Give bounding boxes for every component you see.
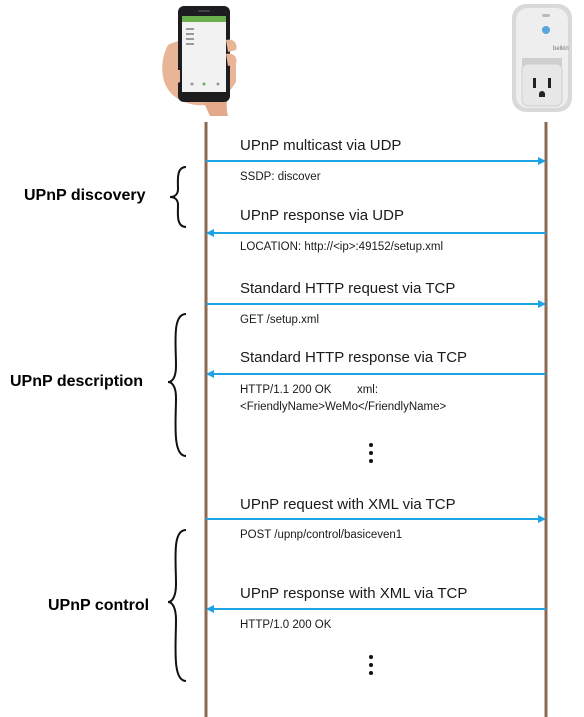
message-detail: GET /setup.xml (240, 314, 320, 326)
phase-brace-control (167, 529, 187, 682)
message-detail-xml: <FriendlyName>WeMo</FriendlyName> (240, 401, 447, 413)
message-detail: HTTP/1.0 200 OK (240, 619, 332, 631)
plug-brand-logo: belkin (553, 46, 569, 52)
phase-label-control: UPnP control (48, 597, 150, 614)
smartphone-in-hand-icon (162, 6, 237, 116)
continuation-ellipsis (369, 443, 373, 467)
phase-brace-discovery (169, 166, 187, 228)
message-label: UPnP response with XML via TCP (240, 585, 468, 602)
message-detail: SSDP: discover (240, 171, 321, 183)
phase-label-discovery: UPnP discovery (24, 187, 146, 204)
message-detail: POST /upnp/control/basiceven1 (240, 529, 403, 541)
message-label: UPnP request with XML via TCP (240, 496, 456, 513)
smart-plug-icon: belkin (512, 4, 572, 112)
message-label: UPnP response via UDP (240, 207, 404, 224)
message-detail: LOCATION: http://<ip>:49152/setup.xml (240, 241, 444, 253)
message-label: Standard HTTP response via TCP (240, 349, 468, 366)
message-label: UPnP multicast via UDP (240, 137, 402, 154)
phase-label-description: UPnP description (10, 373, 144, 390)
phase-brace-description (167, 313, 187, 457)
message-detail: HTTP/1.1 200 OK xml: (240, 384, 379, 396)
continuation-ellipsis (369, 655, 373, 679)
message-label: Standard HTTP request via TCP (240, 280, 456, 297)
